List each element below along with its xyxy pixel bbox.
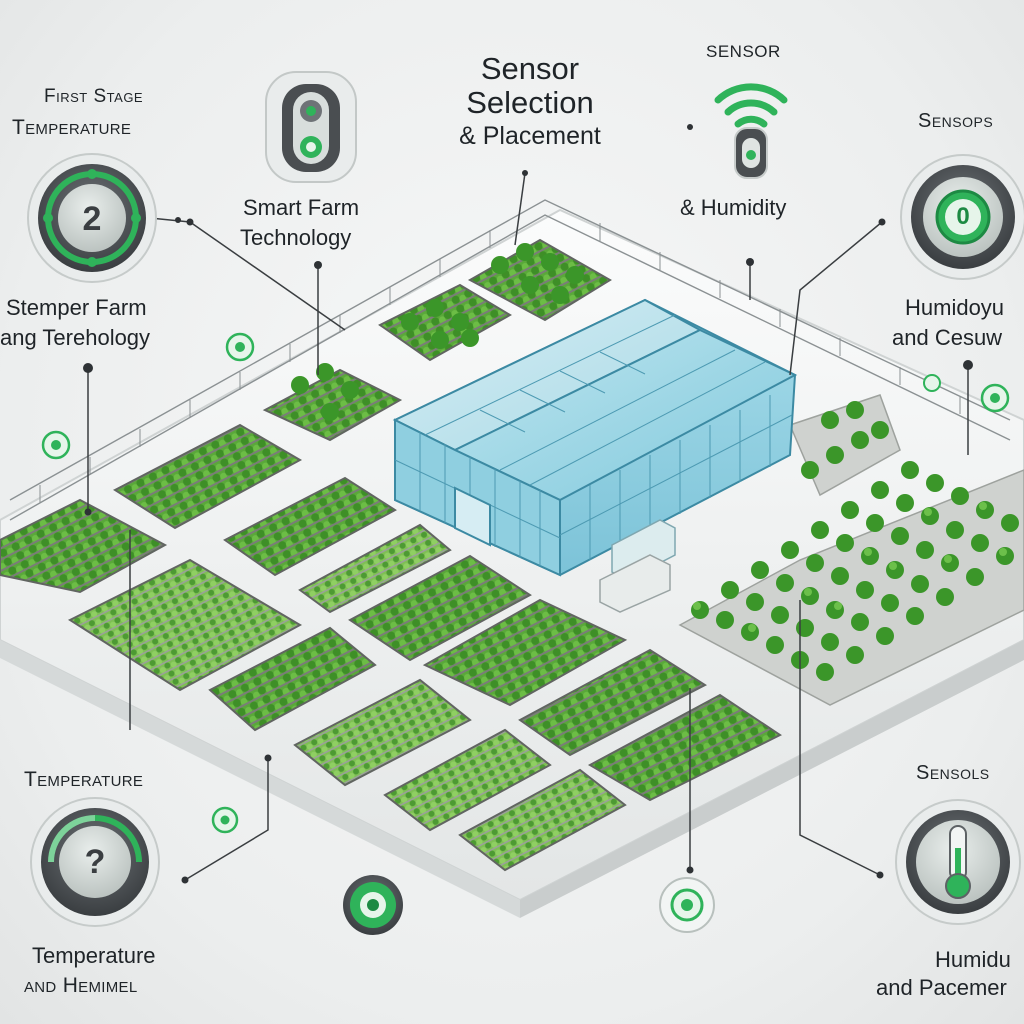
diagram-title-line-3: & Placement [459, 122, 601, 150]
diagram-title-line-1: Sensor [480, 51, 580, 86]
sensor-node-icon [41, 430, 71, 460]
label-technology: Technology [240, 225, 352, 250]
label-and-cesuw: and Cesuw [892, 325, 1003, 350]
sensor-node-icon [659, 877, 715, 933]
wifi-signal-sensor-icon [714, 83, 788, 179]
badge-number: 0 [956, 203, 970, 230]
connector-dots [83, 124, 973, 884]
label-smart-farm: Smart Farm [243, 195, 360, 220]
sensor-node-icon [923, 374, 941, 392]
label-stemper-farm: Stemper Farm [6, 295, 147, 320]
label-and-pacemer: and Pacemer [876, 975, 1007, 1000]
badge-number: ? [84, 843, 106, 881]
label-humidu: Humidu [935, 947, 1011, 972]
sensor-node-icon [343, 875, 403, 935]
label-sensops: Sensops [918, 110, 994, 132]
orchard-trees [291, 243, 1024, 706]
badge-number: 2 [82, 200, 102, 238]
numbered-sensor-badge-icon [900, 154, 1024, 280]
label-first-stage: First Stage [44, 86, 144, 107]
greenhouse-door [454, 486, 491, 547]
crop-beds [0, 238, 782, 872]
connector-lines [87, 172, 969, 881]
greenhouse [392, 298, 798, 613]
label-and-hemimel: and Hemimel [24, 974, 138, 997]
numbered-sensor-badge-icon [27, 153, 157, 283]
label-humidity: & Humidity [680, 195, 787, 220]
sensor-node-icon [211, 806, 239, 834]
toggle-switch-sensor-icon [265, 71, 357, 183]
label-terehology: ang Terehology [0, 325, 151, 350]
label-temperature-bottom: Temperature [24, 768, 144, 791]
sensor-node-icon [225, 332, 255, 362]
perimeter-fence [9, 199, 1011, 521]
label-temperature-top: Temperature [12, 116, 132, 139]
thermometer-icon [895, 799, 1021, 925]
sensor-node-icon [980, 383, 1010, 413]
label-sensor: SENSOR [706, 42, 781, 61]
label-temperature-caption: Temperature [32, 943, 156, 968]
diagram-title-line-2: Selection [466, 85, 594, 120]
label-humidoyu: Humidoyu [905, 295, 1005, 320]
label-sensols: Sensols [916, 762, 990, 784]
numbered-sensor-badge-icon [30, 797, 160, 927]
